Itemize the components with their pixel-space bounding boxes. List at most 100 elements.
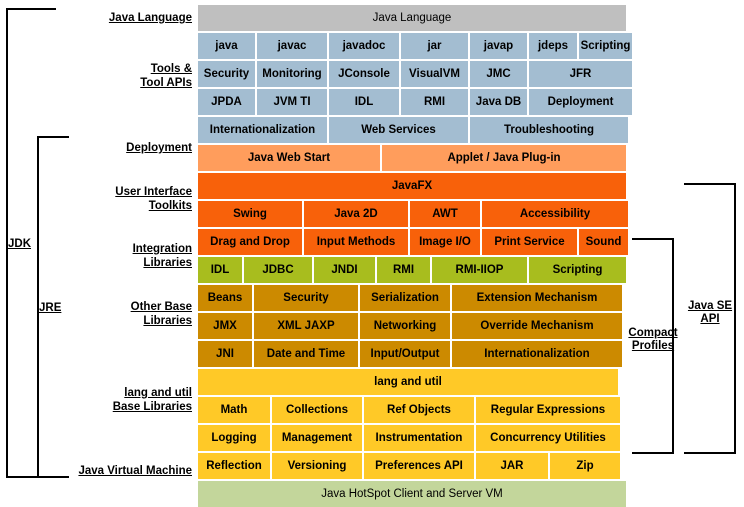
jre-bracket-label: JRE: [39, 302, 62, 314]
platform-cell: Deployment: [529, 89, 632, 115]
platform-cell: JDBC: [244, 257, 312, 283]
platform-cell: Java HotSpot Client and Server VM: [198, 481, 626, 507]
platform-cell: Date and Time: [254, 341, 358, 367]
section-label-line: lang and util: [124, 387, 192, 399]
platform-cell: JNDI: [314, 257, 375, 283]
section-label-deployment: Deployment: [126, 141, 192, 155]
platform-cell: Serialization: [360, 285, 450, 311]
jdk-bracket-label: JDK: [8, 238, 32, 250]
java-se-api-bracket-label: Java SE API: [686, 300, 734, 326]
section-label-line: Integration: [132, 243, 192, 255]
platform-cell: Collections: [272, 397, 362, 423]
platform-cell: Versioning: [272, 453, 362, 479]
platform-cell: Scripting: [579, 33, 632, 59]
platform-cell: Scripting: [529, 257, 626, 283]
platform-cell: javadoc: [329, 33, 399, 59]
platform-cell: Print Service: [482, 229, 577, 255]
platform-cell: RMI-IIOP: [432, 257, 527, 283]
section-label-line: Deployment: [126, 142, 192, 154]
platform-cell: Java Web Start: [198, 145, 380, 171]
java-se-api-line-1: Java SE: [687, 300, 733, 312]
platform-cell: IDL: [198, 257, 242, 283]
java-platform-diagram: JDK JRE Compact Profiles Java SE API Jav…: [6, 5, 736, 507]
platform-row: JavaFX: [198, 173, 626, 199]
platform-cell: JavaFX: [198, 173, 626, 199]
section-label-line: Libraries: [143, 257, 192, 269]
compact-profiles-line-2: Profiles: [631, 340, 675, 352]
platform-cell: javac: [257, 33, 327, 59]
platform-cell: lang and util: [198, 369, 618, 395]
platform-cell: Accessibility: [482, 201, 628, 227]
section-label-line: Base Libraries: [112, 401, 192, 413]
jdk-bracket: [6, 8, 56, 478]
platform-cell: JMX: [198, 313, 252, 339]
platform-cell: Instrumentation: [364, 425, 474, 451]
platform-cell: Concurrency Utilities: [476, 425, 620, 451]
platform-cell: IDL: [329, 89, 399, 115]
platform-cell: Sound: [579, 229, 628, 255]
platform-cell: JFR: [529, 61, 632, 87]
section-label-integration-libraries: Integration Libraries: [133, 242, 192, 270]
platform-cell: Zip: [550, 453, 620, 479]
platform-cell: Extension Mechanism: [452, 285, 622, 311]
platform-cell: Web Services: [329, 117, 468, 143]
section-label-tools-tool-apis: Tools & Tool APIs: [140, 62, 192, 90]
platform-cell: Java 2D: [304, 201, 408, 227]
platform-cell: Image I/O: [410, 229, 480, 255]
platform-cell: Swing: [198, 201, 302, 227]
section-label-line: Tool APIs: [140, 77, 192, 89]
section-label-line: Java Virtual Machine: [78, 465, 192, 477]
platform-cell: Security: [254, 285, 358, 311]
section-label-java-virtual-machine: Java Virtual Machine: [78, 464, 192, 478]
section-label-line: User Interface: [115, 186, 192, 198]
platform-cell: RMI: [401, 89, 468, 115]
section-label-line: Other Base: [130, 301, 192, 313]
platform-cell: AWT: [410, 201, 480, 227]
java-se-api-line-2: API: [700, 313, 720, 325]
platform-cell: Preferences API: [364, 453, 474, 479]
jre-bracket: [37, 136, 69, 478]
platform-cell: Input/Output: [360, 341, 450, 367]
platform-cell: Java DB: [470, 89, 527, 115]
platform-row: lang and util: [198, 369, 618, 395]
java-se-api-bracket: [684, 183, 736, 454]
section-label-line: Libraries: [143, 315, 192, 327]
platform-cell: Management: [272, 425, 362, 451]
platform-row: Java Language: [198, 5, 626, 31]
compact-profiles-line-1: Compact: [628, 327, 678, 339]
platform-cell: JPDA: [198, 89, 255, 115]
platform-row: Java HotSpot Client and Server VM: [198, 481, 626, 507]
platform-cell: Java Language: [198, 5, 626, 31]
platform-cell: Reflection: [198, 453, 270, 479]
platform-cell: Ref Objects: [364, 397, 474, 423]
platform-cell: Troubleshooting: [470, 117, 628, 143]
section-label-java-language: Java Language: [109, 11, 192, 25]
section-label-line: Tools &: [150, 63, 192, 75]
platform-cell: Beans: [198, 285, 252, 311]
platform-cell: java: [198, 33, 255, 59]
platform-cell: Input Methods: [304, 229, 408, 255]
section-label-line: Toolkits: [148, 200, 192, 212]
platform-cell: Drag and Drop: [198, 229, 302, 255]
platform-cell: JNI: [198, 341, 252, 367]
section-label-user-interface-toolkits: User Interface Toolkits: [115, 185, 192, 213]
platform-cell: Regular Expressions: [476, 397, 620, 423]
section-label-lang-util-base-libraries: lang and util Base Libraries: [113, 386, 192, 414]
platform-cell: Internationalization: [452, 341, 622, 367]
platform-cell: Security: [198, 61, 255, 87]
section-label-other-base-libraries: Other Base Libraries: [131, 300, 192, 328]
platform-cell: Internationalization: [198, 117, 327, 143]
